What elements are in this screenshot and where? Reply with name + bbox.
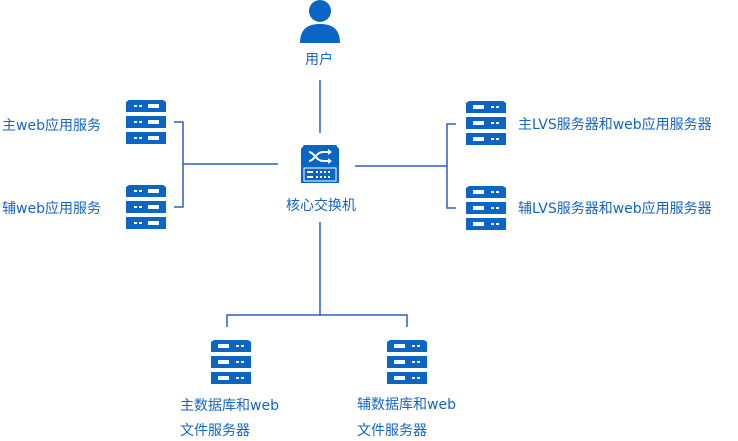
primary-db-label-line2: 文件服务器: [180, 423, 250, 439]
core-switch-label: 核心交换机: [286, 198, 356, 214]
secondary-web-label: 辅web应用服务: [2, 201, 101, 217]
secondary-db-label-line1: 辅数据库和web: [357, 397, 456, 413]
primary-lvs-label: 主LVS服务器和web应用服务器: [518, 117, 712, 133]
line-switch-to-right-servers: [446, 123, 456, 209]
network-switch-icon: [301, 145, 339, 183]
server-icon: [126, 185, 166, 229]
server-icon: [211, 340, 251, 384]
server-icon: [387, 340, 427, 384]
user-label: 用户: [305, 52, 333, 68]
secondary-lvs-label: 辅LVS服务器和web应用服务器: [518, 201, 712, 217]
secondary-db-label-line2: 文件服务器: [357, 423, 427, 439]
server-icon: [126, 100, 166, 144]
server-icon: [466, 101, 506, 145]
user-icon: [300, 0, 340, 43]
server-icon: [466, 186, 506, 230]
line-switch-to-left-servers: [174, 121, 184, 208]
line-db-bracket: [226, 314, 408, 327]
primary-web-label: 主web应用服务: [2, 118, 101, 134]
primary-db-label-line1: 主数据库和web: [180, 398, 279, 414]
